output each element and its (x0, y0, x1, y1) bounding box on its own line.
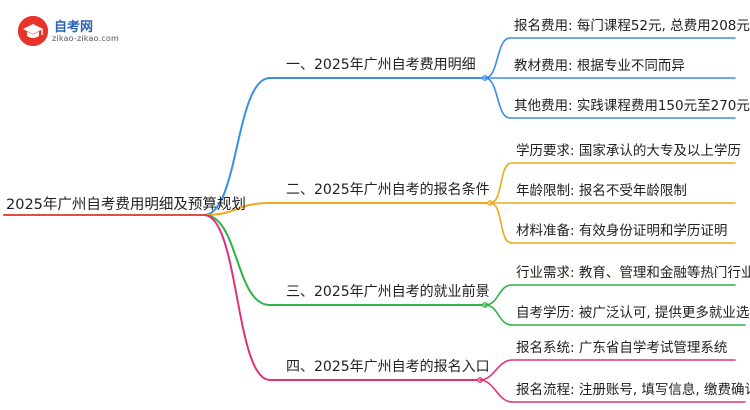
leaf-label: 年龄限制: 报名不受年龄限制 (516, 183, 687, 199)
branch-label: 四、2025年广州自考的报名入口 (286, 359, 490, 375)
leaf-connector (479, 379, 513, 403)
root-node-label: 2025年广州自考费用明细及预算规划 (6, 197, 246, 213)
leaf-label: 学历要求: 国家承认的大专及以上学历 (516, 143, 741, 159)
logo-title: 自考网 (54, 20, 94, 35)
site-logo: 自考网 zikao-zikao.com (18, 14, 148, 50)
leaf-label: 报名流程: 注册账号, 填写信息, 缴费确认 (516, 382, 750, 398)
leaf-label: 报名费用: 每门课程52元, 总费用208元 (514, 18, 750, 34)
leaf-connector (484, 284, 513, 306)
leaf-connector (489, 202, 513, 244)
branch-connector (203, 214, 271, 381)
leaf-connector (484, 37, 511, 79)
leaf-connector (489, 162, 513, 204)
branch-connector (203, 214, 271, 306)
leaf-label: 行业需求: 教育、管理和金融等热门行业 (516, 265, 750, 281)
graduation-cap-icon (18, 16, 48, 46)
branch-label: 一、2025年广州自考费用明细 (286, 57, 476, 73)
leaf-label: 报名系统: 广东省自学考试管理系统 (516, 340, 728, 356)
leaf-connector (484, 77, 511, 119)
branch-label: 二、2025年广州自考的报名条件 (286, 182, 490, 198)
branch-connector (203, 77, 271, 216)
branch-connector (203, 202, 271, 216)
logo-url: zikao-zikao.com (52, 34, 119, 43)
leaf-label: 其他费用: 实践课程费用150元至270元 (514, 98, 750, 114)
leaf-label: 自考学历: 被广泛认可, 提供更多就业选择 (516, 305, 750, 321)
leaf-connector (484, 304, 513, 326)
branch-label: 三、2025年广州自考的就业前景 (286, 284, 490, 300)
leaf-label: 材料准备: 有效身份证明和学历证明 (516, 223, 728, 239)
leaf-connector (479, 359, 513, 381)
leaf-label: 教材费用: 根据专业不同而异 (514, 58, 685, 74)
